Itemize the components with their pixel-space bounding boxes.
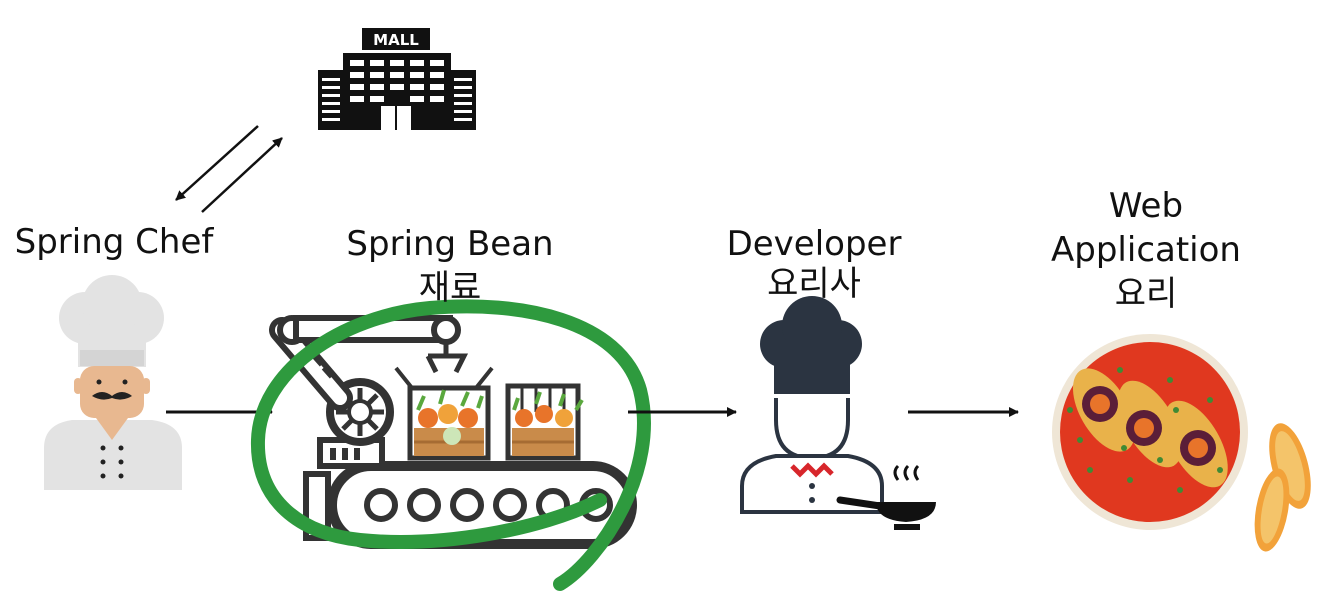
spring-bean-label: Spring Bean	[346, 224, 554, 264]
spring-bean-kr-label: 재료	[418, 268, 482, 308]
mall-building-icon: MALL	[318, 28, 476, 130]
chef-icon	[44, 275, 182, 490]
spring-chef-label: Spring Chef	[14, 222, 214, 262]
developer-label: Developer	[726, 224, 902, 264]
mall-exchange-arrows	[175, 125, 283, 213]
developer-chef-icon	[740, 296, 936, 530]
mall-sign-text: MALL	[373, 31, 419, 49]
dish-icon	[1052, 334, 1311, 552]
developer-kr-label: 요리사	[767, 264, 861, 304]
application-label: Application	[1051, 230, 1241, 270]
web-label: Web	[1108, 186, 1184, 226]
factory-conveyor-icon	[250, 299, 651, 591]
web-app-kr-label: 요리	[1114, 274, 1178, 314]
